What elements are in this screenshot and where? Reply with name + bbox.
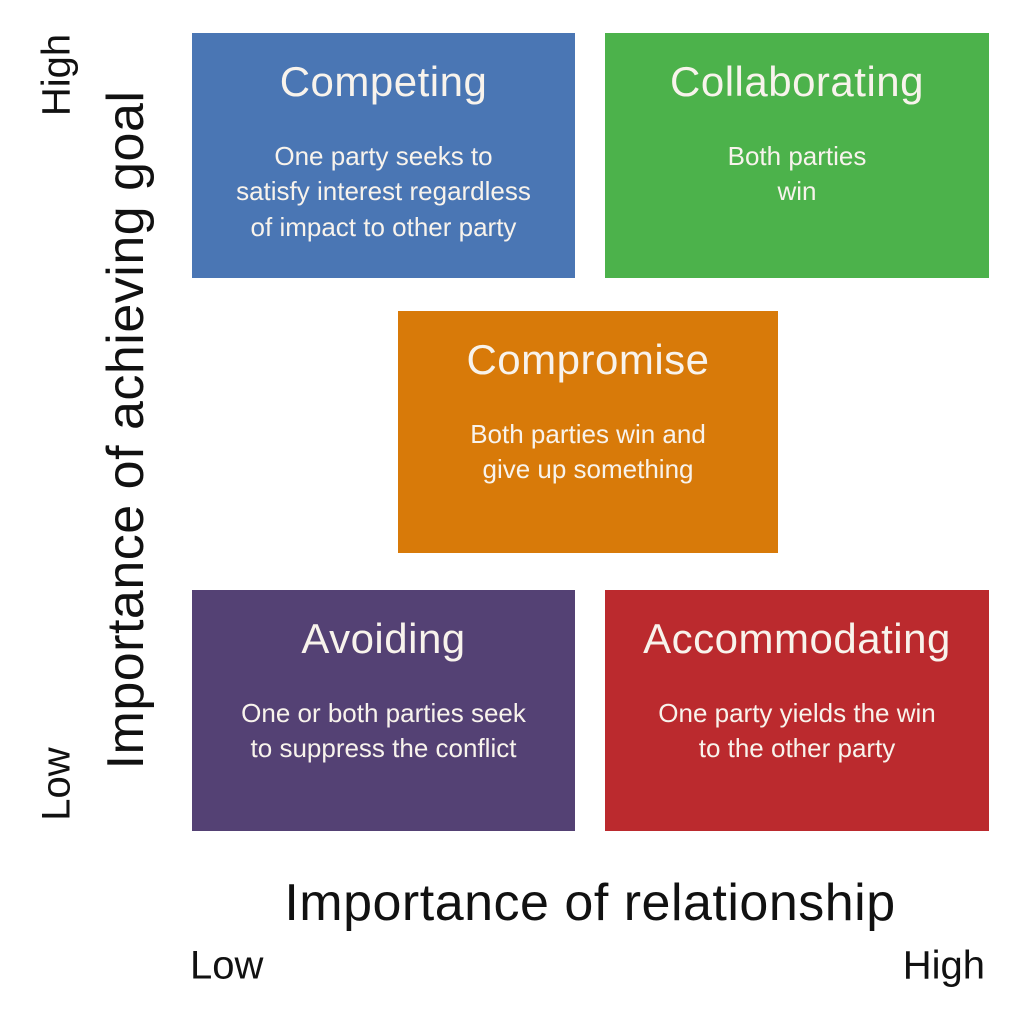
x-axis-high-label: High (902, 943, 985, 988)
x-axis-low-label: Low (190, 943, 264, 988)
quadrant-compromise-description: Both parties win and give up something (470, 419, 706, 485)
quadrant-accommodating-title: Accommodating (643, 615, 951, 662)
quadrant-compromise-title: Compromise (466, 336, 710, 383)
quadrant-accommodating: Accommodating One party yields the win t… (605, 590, 989, 831)
quadrant-competing-description: One party seeks to satisfy interest rega… (236, 141, 531, 242)
quadrant-competing: Competing One party seeks to satisfy int… (192, 33, 575, 278)
quadrant-competing-title: Competing (279, 58, 488, 105)
y-axis-title: Importance of achieving goal (97, 90, 155, 770)
quadrant-avoiding-title: Avoiding (301, 615, 466, 662)
y-axis-high-label: High (34, 33, 79, 117)
quadrant-collaborating: Collaborating Both parties win (605, 33, 989, 278)
quadrant-collaborating-title: Collaborating (670, 58, 924, 105)
quadrant-avoiding: Avoiding One or both parties seek to sup… (192, 590, 575, 831)
y-axis-low-label: Low (34, 747, 79, 821)
quadrant-compromise: Compromise Both parties win and give up … (398, 311, 778, 553)
quadrant-avoiding-description: One or both parties seek to suppress the… (241, 698, 526, 764)
quadrant-accommodating-description: One party yields the win to the other pa… (658, 698, 936, 764)
x-axis-title: Importance of relationship (284, 874, 896, 932)
quadrant-collaborating-description: Both parties win (727, 141, 867, 207)
